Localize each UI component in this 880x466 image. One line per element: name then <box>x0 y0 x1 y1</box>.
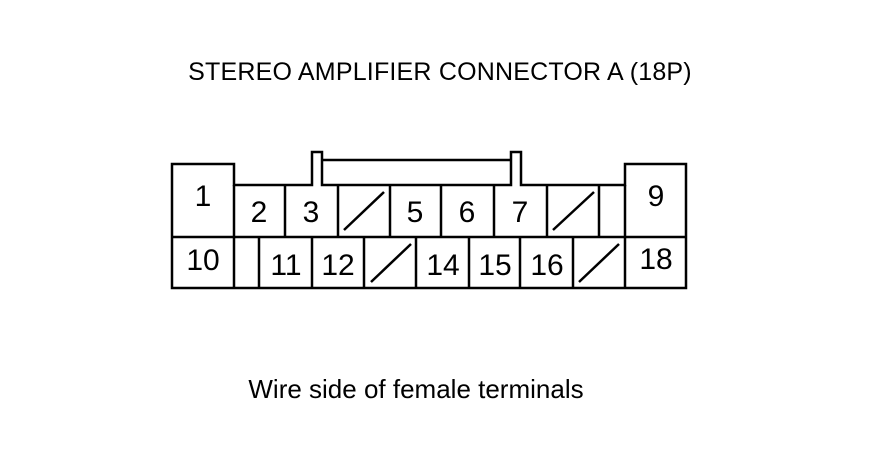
terminal-10: 10 <box>186 244 219 277</box>
unused-cavity-17 <box>578 243 620 283</box>
terminal-11: 11 <box>270 249 301 282</box>
diagram-caption: Wire side of female terminals <box>248 374 584 404</box>
terminal-6: 6 <box>459 196 476 229</box>
unused-cavity-4 <box>343 191 385 231</box>
terminal-18: 18 <box>639 243 672 276</box>
terminal-5: 5 <box>407 196 424 229</box>
terminal-2: 2 <box>251 196 268 229</box>
terminal-12: 12 <box>321 249 354 282</box>
unused-cavity-8 <box>552 191 595 231</box>
terminal-14: 14 <box>426 249 459 282</box>
terminal-7: 7 <box>512 196 529 229</box>
terminal-15: 15 <box>478 249 511 282</box>
terminal-9: 9 <box>648 180 665 213</box>
terminal-3: 3 <box>303 196 320 229</box>
terminal-16: 16 <box>530 249 563 282</box>
diagram-title: STEREO AMPLIFIER CONNECTOR A (18P) <box>188 58 692 86</box>
unused-cavity-13 <box>370 243 412 283</box>
terminal-1: 1 <box>195 180 212 213</box>
